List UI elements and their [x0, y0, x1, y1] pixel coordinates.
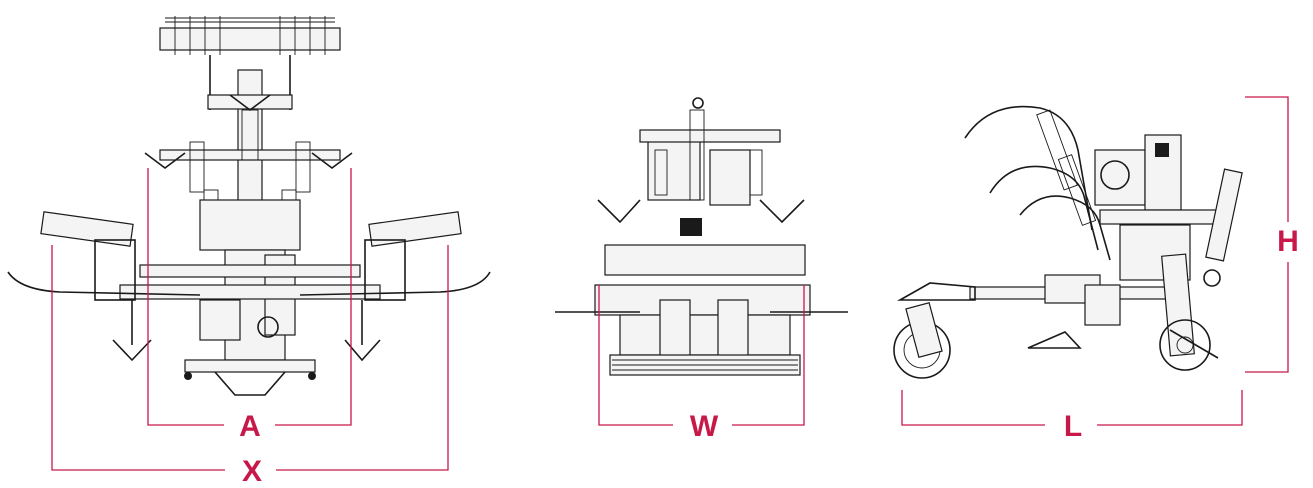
dimension-w-line [598, 285, 673, 426]
dimension-l-label: L [1049, 412, 1097, 442]
front-view-machine [555, 97, 848, 376]
dimension-h-line [1245, 96, 1289, 222]
side-view-machine [893, 105, 1243, 379]
dimension-h-label: H [1276, 225, 1300, 259]
dimension-x-line [51, 245, 225, 471]
dimension-a-line [147, 168, 224, 426]
dimension-w-label: W [676, 412, 732, 442]
dimension-a-label: A [226, 412, 274, 442]
top-view-machine [7, 16, 491, 396]
dimension-lines [51, 96, 1289, 471]
dimension-l-line [901, 390, 1045, 426]
dimension-x-label: X [228, 457, 276, 487]
